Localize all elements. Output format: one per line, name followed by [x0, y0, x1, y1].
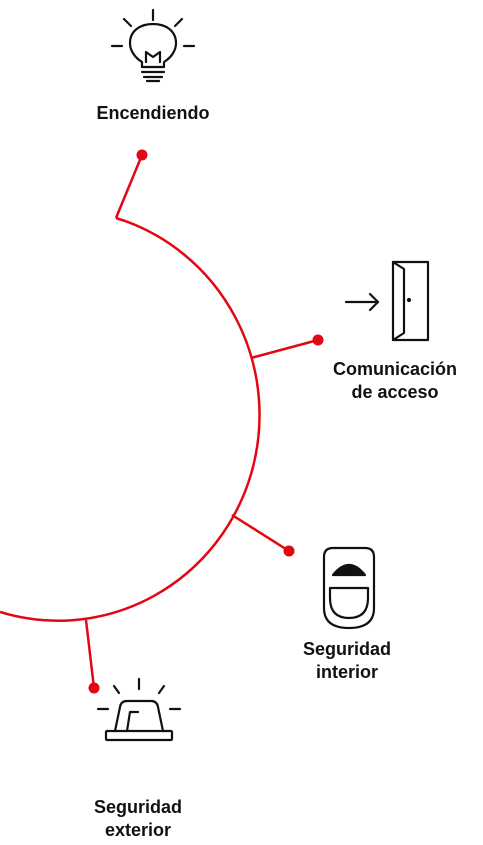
connector-exterior [84, 619, 100, 694]
label-lighting-line-1: Encendiendo [96, 103, 210, 123]
label-exterior-line-2: exterior [104, 820, 172, 840]
connector-dot-access [312, 334, 324, 346]
label-interior: Seguridad interior [277, 638, 417, 684]
label-access-line-1: Comunicación [332, 359, 457, 379]
label-interior-line-1: Seguridad [302, 639, 391, 659]
connector-interior [231, 513, 295, 557]
connector-dot-interior [283, 545, 295, 557]
connector-access [250, 334, 324, 360]
label-access-line-2: de acceso [351, 382, 439, 402]
label-exterior-line-1: Seguridad [93, 797, 182, 817]
label-exterior: Seguridad exterior [68, 796, 208, 842]
connector-dot-exterior [88, 682, 100, 694]
connector-lighting [114, 149, 148, 219]
motion-sensor-icon [322, 546, 376, 630]
siren-icon [96, 677, 182, 742]
connector-dot-lighting [136, 149, 148, 161]
label-access: Comunicación de acceso [320, 358, 470, 404]
lightbulb-icon [110, 8, 196, 83]
door-entry-icon [344, 260, 430, 342]
label-lighting: Encendiendo [73, 102, 233, 125]
label-interior-line-2: interior [315, 662, 378, 682]
main-arc [0, 216, 261, 622]
